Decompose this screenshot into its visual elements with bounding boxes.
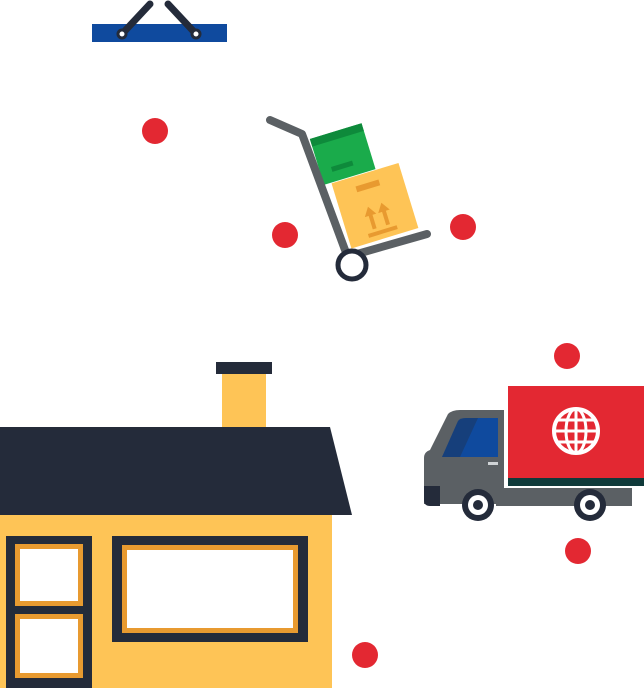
decorative-dot	[565, 538, 591, 564]
house-icon	[0, 362, 352, 688]
delivery-truck-icon	[424, 386, 644, 521]
decorative-dot	[554, 343, 580, 369]
decorative-dot	[142, 118, 168, 144]
decorative-dot	[450, 214, 476, 240]
decorative-dot	[352, 642, 378, 668]
hand-truck-icon	[266, 116, 431, 282]
this-side-up-arrows-icon	[364, 202, 398, 238]
globe-icon	[552, 407, 600, 455]
cardboard-box-icon	[331, 162, 419, 249]
cardboard-box-icon	[309, 123, 376, 185]
decorative-dot	[272, 222, 298, 248]
shopping-basket-icon	[92, 0, 227, 42]
